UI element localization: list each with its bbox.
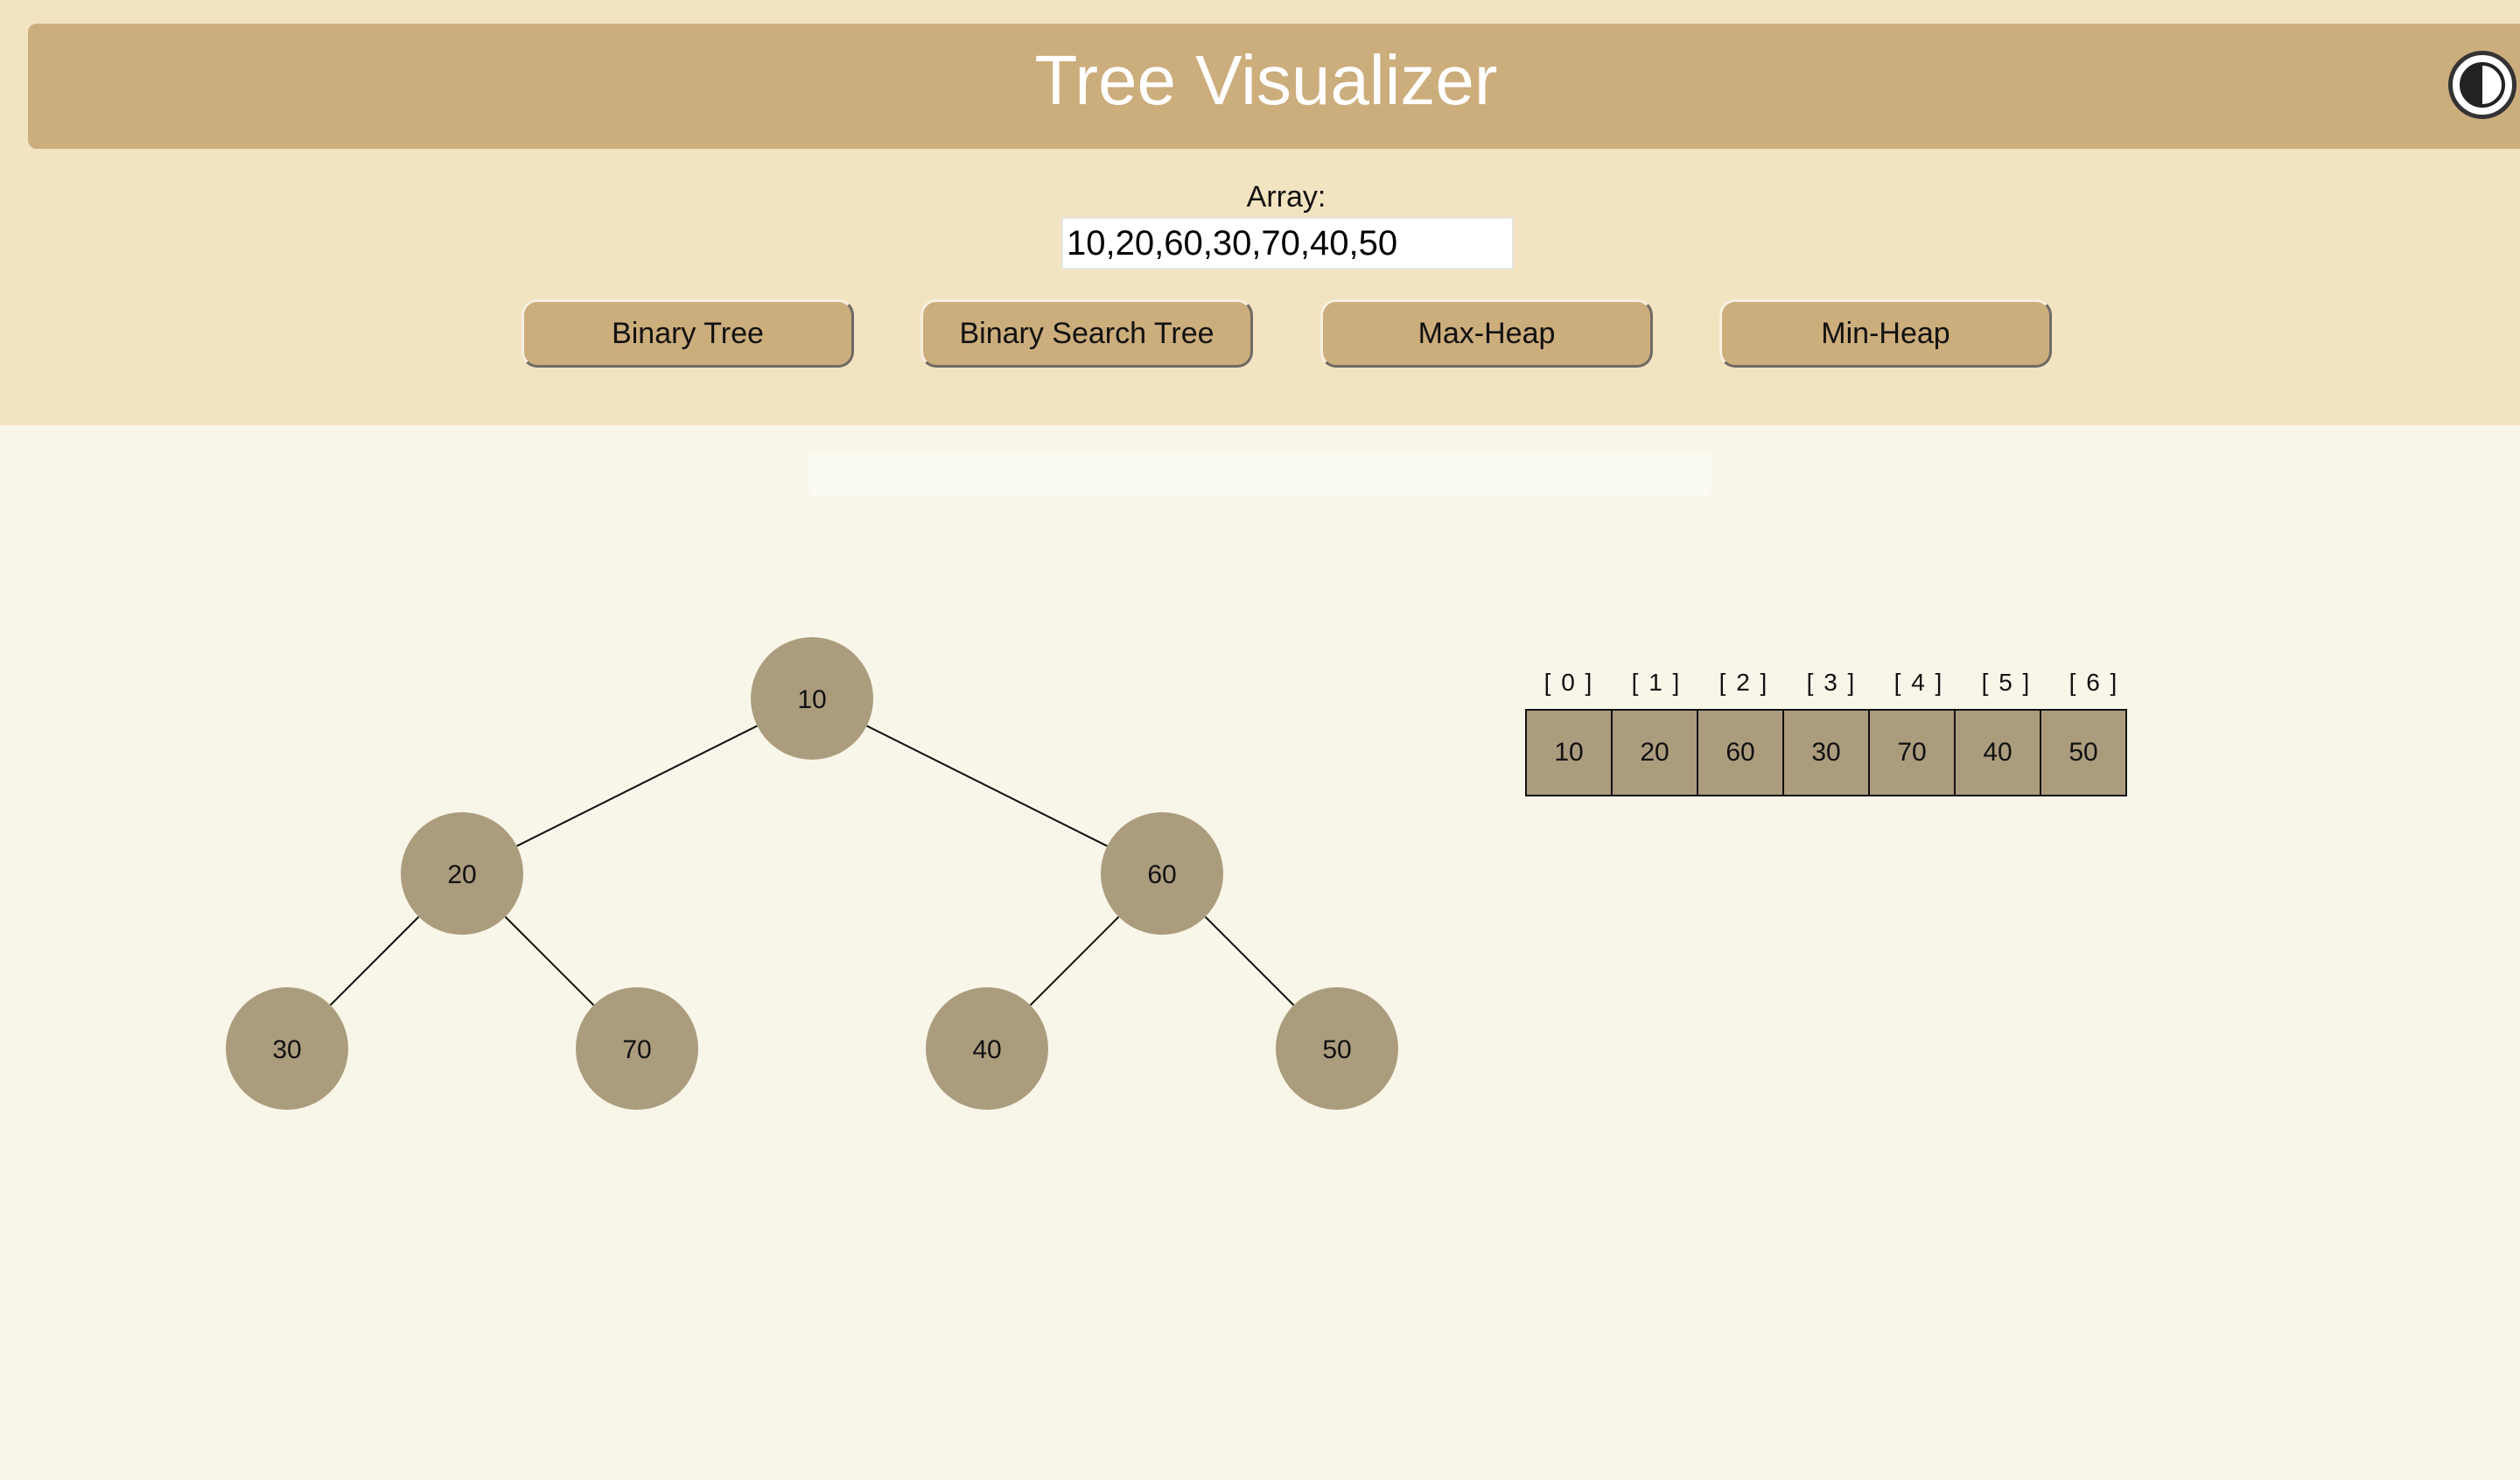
array-cell: 70 <box>1868 709 1956 796</box>
array-index-label: [ 2 ] <box>1718 669 1769 696</box>
array-cell: 10 <box>1525 709 1613 796</box>
tree-node-circle <box>226 987 348 1110</box>
tree-node: 30 <box>226 987 348 1110</box>
tree-edge <box>866 725 1108 847</box>
theme-toggle-button[interactable] <box>2448 51 2516 119</box>
tree-node-circle <box>1101 812 1223 935</box>
array-cell: 40 <box>1954 709 2041 796</box>
tree-node: 40 <box>926 987 1048 1110</box>
array-input[interactable] <box>1061 217 1514 270</box>
tree-node: 50 <box>1276 987 1398 1110</box>
tree-node-label: 20 <box>447 860 476 889</box>
tree-edge <box>516 725 758 847</box>
tree-node-label: 50 <box>1322 1035 1351 1064</box>
max-heap-button[interactable]: Max-Heap <box>1320 299 1653 368</box>
tree-edge <box>1029 915 1120 1007</box>
half-moon-contrast-icon <box>2456 59 2509 111</box>
tree-edge <box>329 915 420 1007</box>
array-index-label: [ 1 ] <box>1631 669 1682 696</box>
tree-node-circle <box>401 812 523 935</box>
tree-edge <box>1204 915 1295 1007</box>
tree-node-circle <box>751 637 873 760</box>
array-cell: 60 <box>1697 709 1784 796</box>
array-cell: 20 <box>1611 709 1698 796</box>
array-index-label: [ 0 ] <box>1544 669 1594 696</box>
tree-node-label: 10 <box>797 685 826 714</box>
tree-node-circle <box>576 987 698 1110</box>
tree-node-circle <box>1276 987 1398 1110</box>
binary-tree-button[interactable]: Binary Tree <box>522 299 854 368</box>
array-index-row: [ 0 ] [ 1 ] [ 2 ] [ 3 ] [ 4 ] [ 5 ] [ 6 … <box>1525 665 2138 709</box>
tree-node: 70 <box>576 987 698 1110</box>
array-index-label: [ 4 ] <box>1894 669 1944 696</box>
tree-node: 10 <box>751 637 873 760</box>
message-bar <box>808 452 1712 497</box>
tree-node-label: 70 <box>622 1035 651 1064</box>
binary-search-tree-button[interactable]: Binary Search Tree <box>920 299 1253 368</box>
tree-node-label: 30 <box>272 1035 301 1064</box>
array-index-label: [ 3 ] <box>1806 669 1857 696</box>
app-header: Tree Visualizer <box>28 24 2520 149</box>
tree-node-circle <box>926 987 1048 1110</box>
array-label: Array: <box>1246 180 1326 214</box>
tree-edge <box>504 915 595 1007</box>
array-cell: 50 <box>2040 709 2127 796</box>
array-cell: 30 <box>1782 709 1870 796</box>
array-view: [ 0 ] [ 1 ] [ 2 ] [ 3 ] [ 4 ] [ 5 ] [ 6 … <box>1525 665 2138 796</box>
tree-node-label: 60 <box>1147 860 1176 889</box>
array-cell-row: 10 20 60 30 70 40 50 <box>1525 709 2138 796</box>
array-index-label: [ 5 ] <box>1981 669 2032 696</box>
tree-diagram: 10 20 60 30 70 40 50 <box>226 637 1398 1110</box>
page-title: Tree Visualizer <box>1034 41 1498 119</box>
tree-node-label: 40 <box>972 1035 1001 1064</box>
array-index-label: [ 6 ] <box>2068 669 2119 696</box>
tree-node: 60 <box>1101 812 1223 935</box>
min-heap-button[interactable]: Min-Heap <box>1719 299 2052 368</box>
tree-node: 20 <box>401 812 523 935</box>
